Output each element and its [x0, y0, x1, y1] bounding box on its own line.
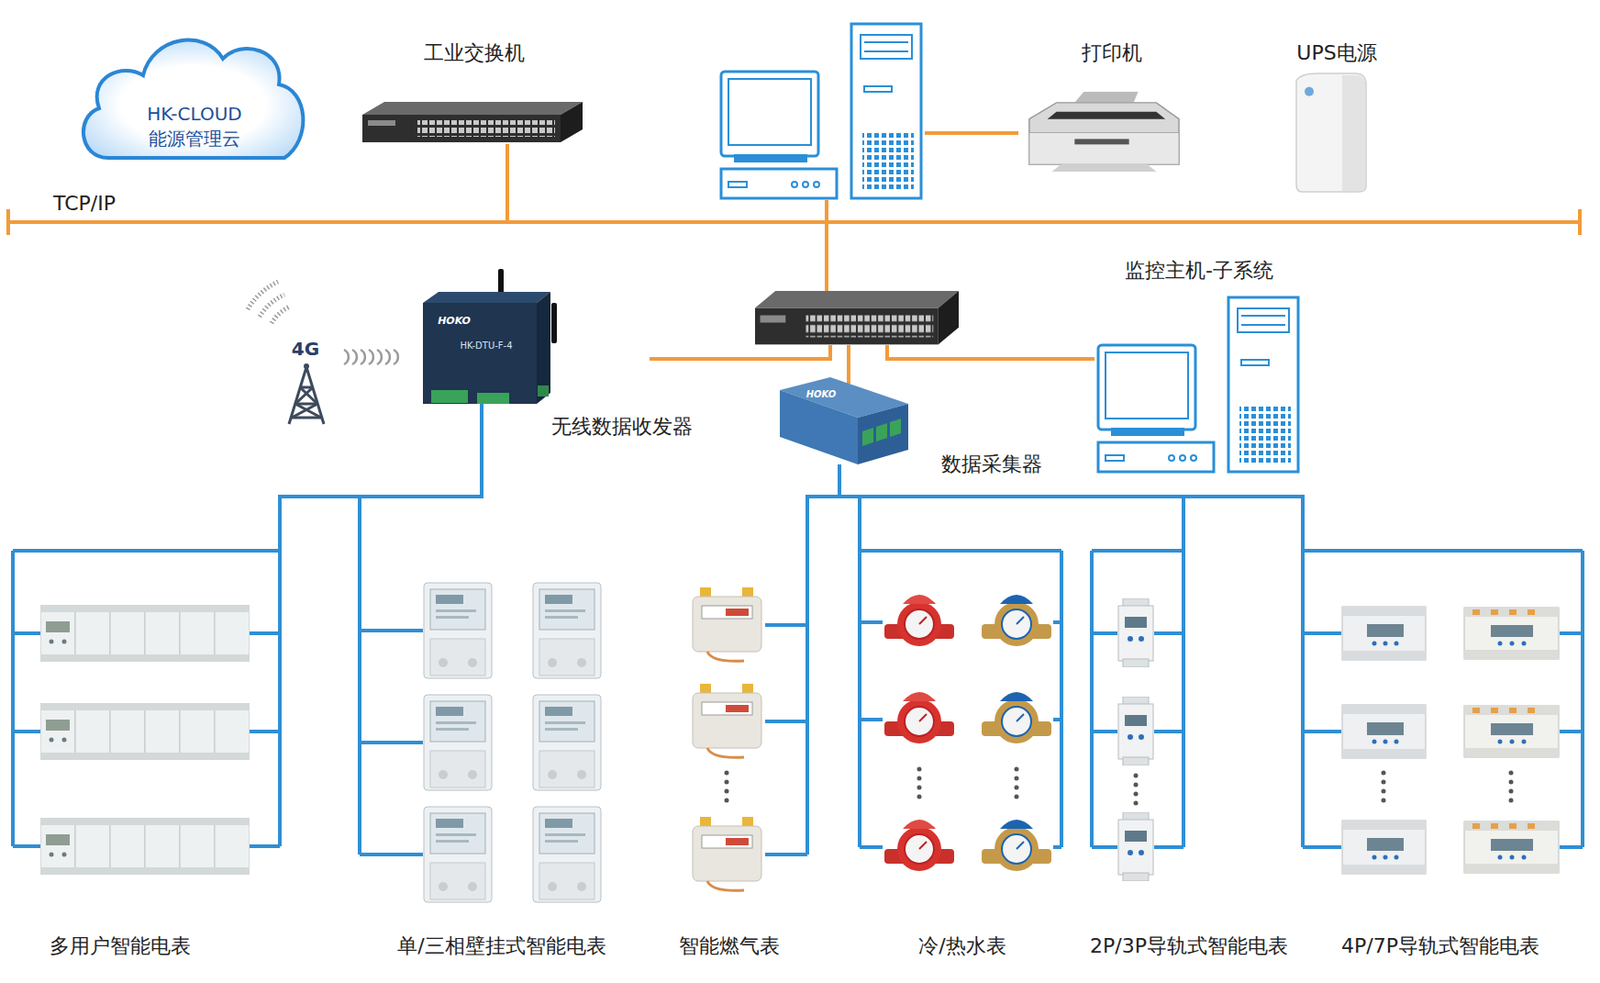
connector-line — [839, 464, 860, 551]
bus-label: TCP/IP — [53, 191, 116, 216]
connector-line — [839, 464, 1303, 551]
ups-node: UPS电源 — [1290, 71, 1368, 194]
group-label: 智能燃气表 — [678, 933, 780, 958]
device-label: 工业交换机 — [423, 41, 525, 66]
connector-line — [359, 403, 482, 551]
switch-node: 工业交换机 — [362, 101, 583, 145]
device-label: UPS电源 — [1296, 41, 1377, 66]
cloud-node: HK-CLOUD能源管理云 — [71, 20, 312, 164]
meter-group: 多用户智能电表 — [10, 550, 317, 964]
meter-group: 冷/热水表 — [853, 550, 1065, 964]
collector-node: 数据采集器 — [770, 377, 909, 465]
connector-line — [839, 464, 1184, 551]
tower-label: 4G — [291, 337, 320, 360]
brand-mark: HOKO — [806, 388, 836, 400]
device-label: 数据采集器 — [941, 452, 1043, 477]
device-label: 打印机 — [1081, 41, 1143, 66]
group-label: 2P/3P导轨式智能电表 — [1089, 933, 1289, 958]
brand-mark: HOKO — [437, 314, 471, 327]
cloud-label: HK-CLOUD — [146, 102, 242, 125]
model-number: HK-DTU-F-4 — [459, 340, 512, 352]
host-node: 监控主机-子系统 — [1096, 295, 1300, 474]
meter-group: 智能燃气表 — [669, 550, 817, 964]
transceiver-node: 无线数据收发器 — [422, 273, 556, 404]
printer-node: 打印机 — [1020, 91, 1184, 174]
device-label: 监控主机-子系统 — [1124, 258, 1274, 283]
connector-line — [807, 464, 840, 551]
meter-group: 2P/3P导轨式智能电表 — [1082, 550, 1292, 964]
cloud-label: 能源管理云 — [148, 127, 241, 150]
meter-group: 单/三相壁挂式智能电表 — [353, 550, 643, 964]
meter-group: 4P/7P导轨式智能电表 — [1298, 550, 1592, 964]
connector-line — [279, 403, 482, 551]
group-label: 4P/7P导轨式智能电表 — [1341, 933, 1540, 958]
group-label: 单/三相壁挂式智能电表 — [397, 933, 606, 958]
device-label: 无线数据收发器 — [551, 414, 693, 439]
group-label: 冷/热水表 — [918, 933, 1006, 958]
tower-node: 4G — [284, 333, 329, 426]
group-label: 多用户智能电表 — [49, 933, 191, 958]
